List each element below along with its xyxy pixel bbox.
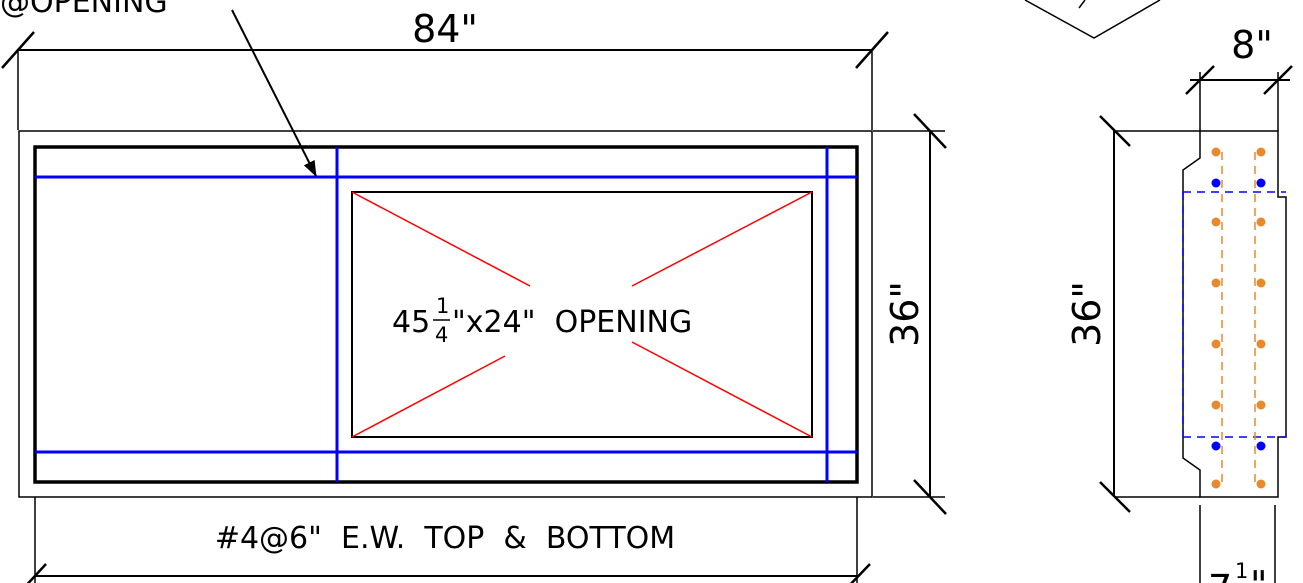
isometric-view [1024,0,1161,39]
svg-text:": " [1250,563,1267,583]
height-dimension: 36" [1065,115,1200,513]
svg-text:1: 1 [1235,559,1248,583]
opening-cross [351,191,813,438]
slab-inner-outline [33,145,859,484]
svg-text:"x24" OPENING: "x24" OPENING [452,305,692,340]
section-bottom-dimension: 7 1 " [1199,505,1276,583]
section-rebar-dots [1211,147,1266,489]
width-dimension: 36" [873,113,947,515]
svg-text:7: 7 [1208,567,1232,583]
slab-outer-outline [18,130,873,498]
bottom-dimension [26,497,871,583]
width-dim-text: 36" [883,281,927,347]
thickness-dimension: 8" [1185,23,1293,131]
callout-leader [231,9,317,177]
svg-text:45: 45 [392,305,430,340]
opening-label: 45 1 4 "x24" OPENING [392,294,692,347]
height-dim-text: 36" [1065,281,1109,347]
callout-label: @OPENING [0,0,168,20]
section-view: 8" 36" [1065,23,1293,583]
plan-rebar [35,147,857,482]
thickness-dim-text: 8" [1231,23,1273,67]
section-profile [1182,130,1287,498]
opening-outline [351,191,813,438]
svg-text:4: 4 [435,323,448,347]
length-dim-text: 84" [412,7,478,51]
svg-text:1: 1 [436,294,449,318]
length-dimension: 84" [1,7,889,130]
plan-view: @OPENING 84" 45 [0,0,947,583]
section-dashed-rebar [1182,152,1286,484]
rebar-note: #4@6" E.W. TOP & BOTTOM [215,521,675,556]
